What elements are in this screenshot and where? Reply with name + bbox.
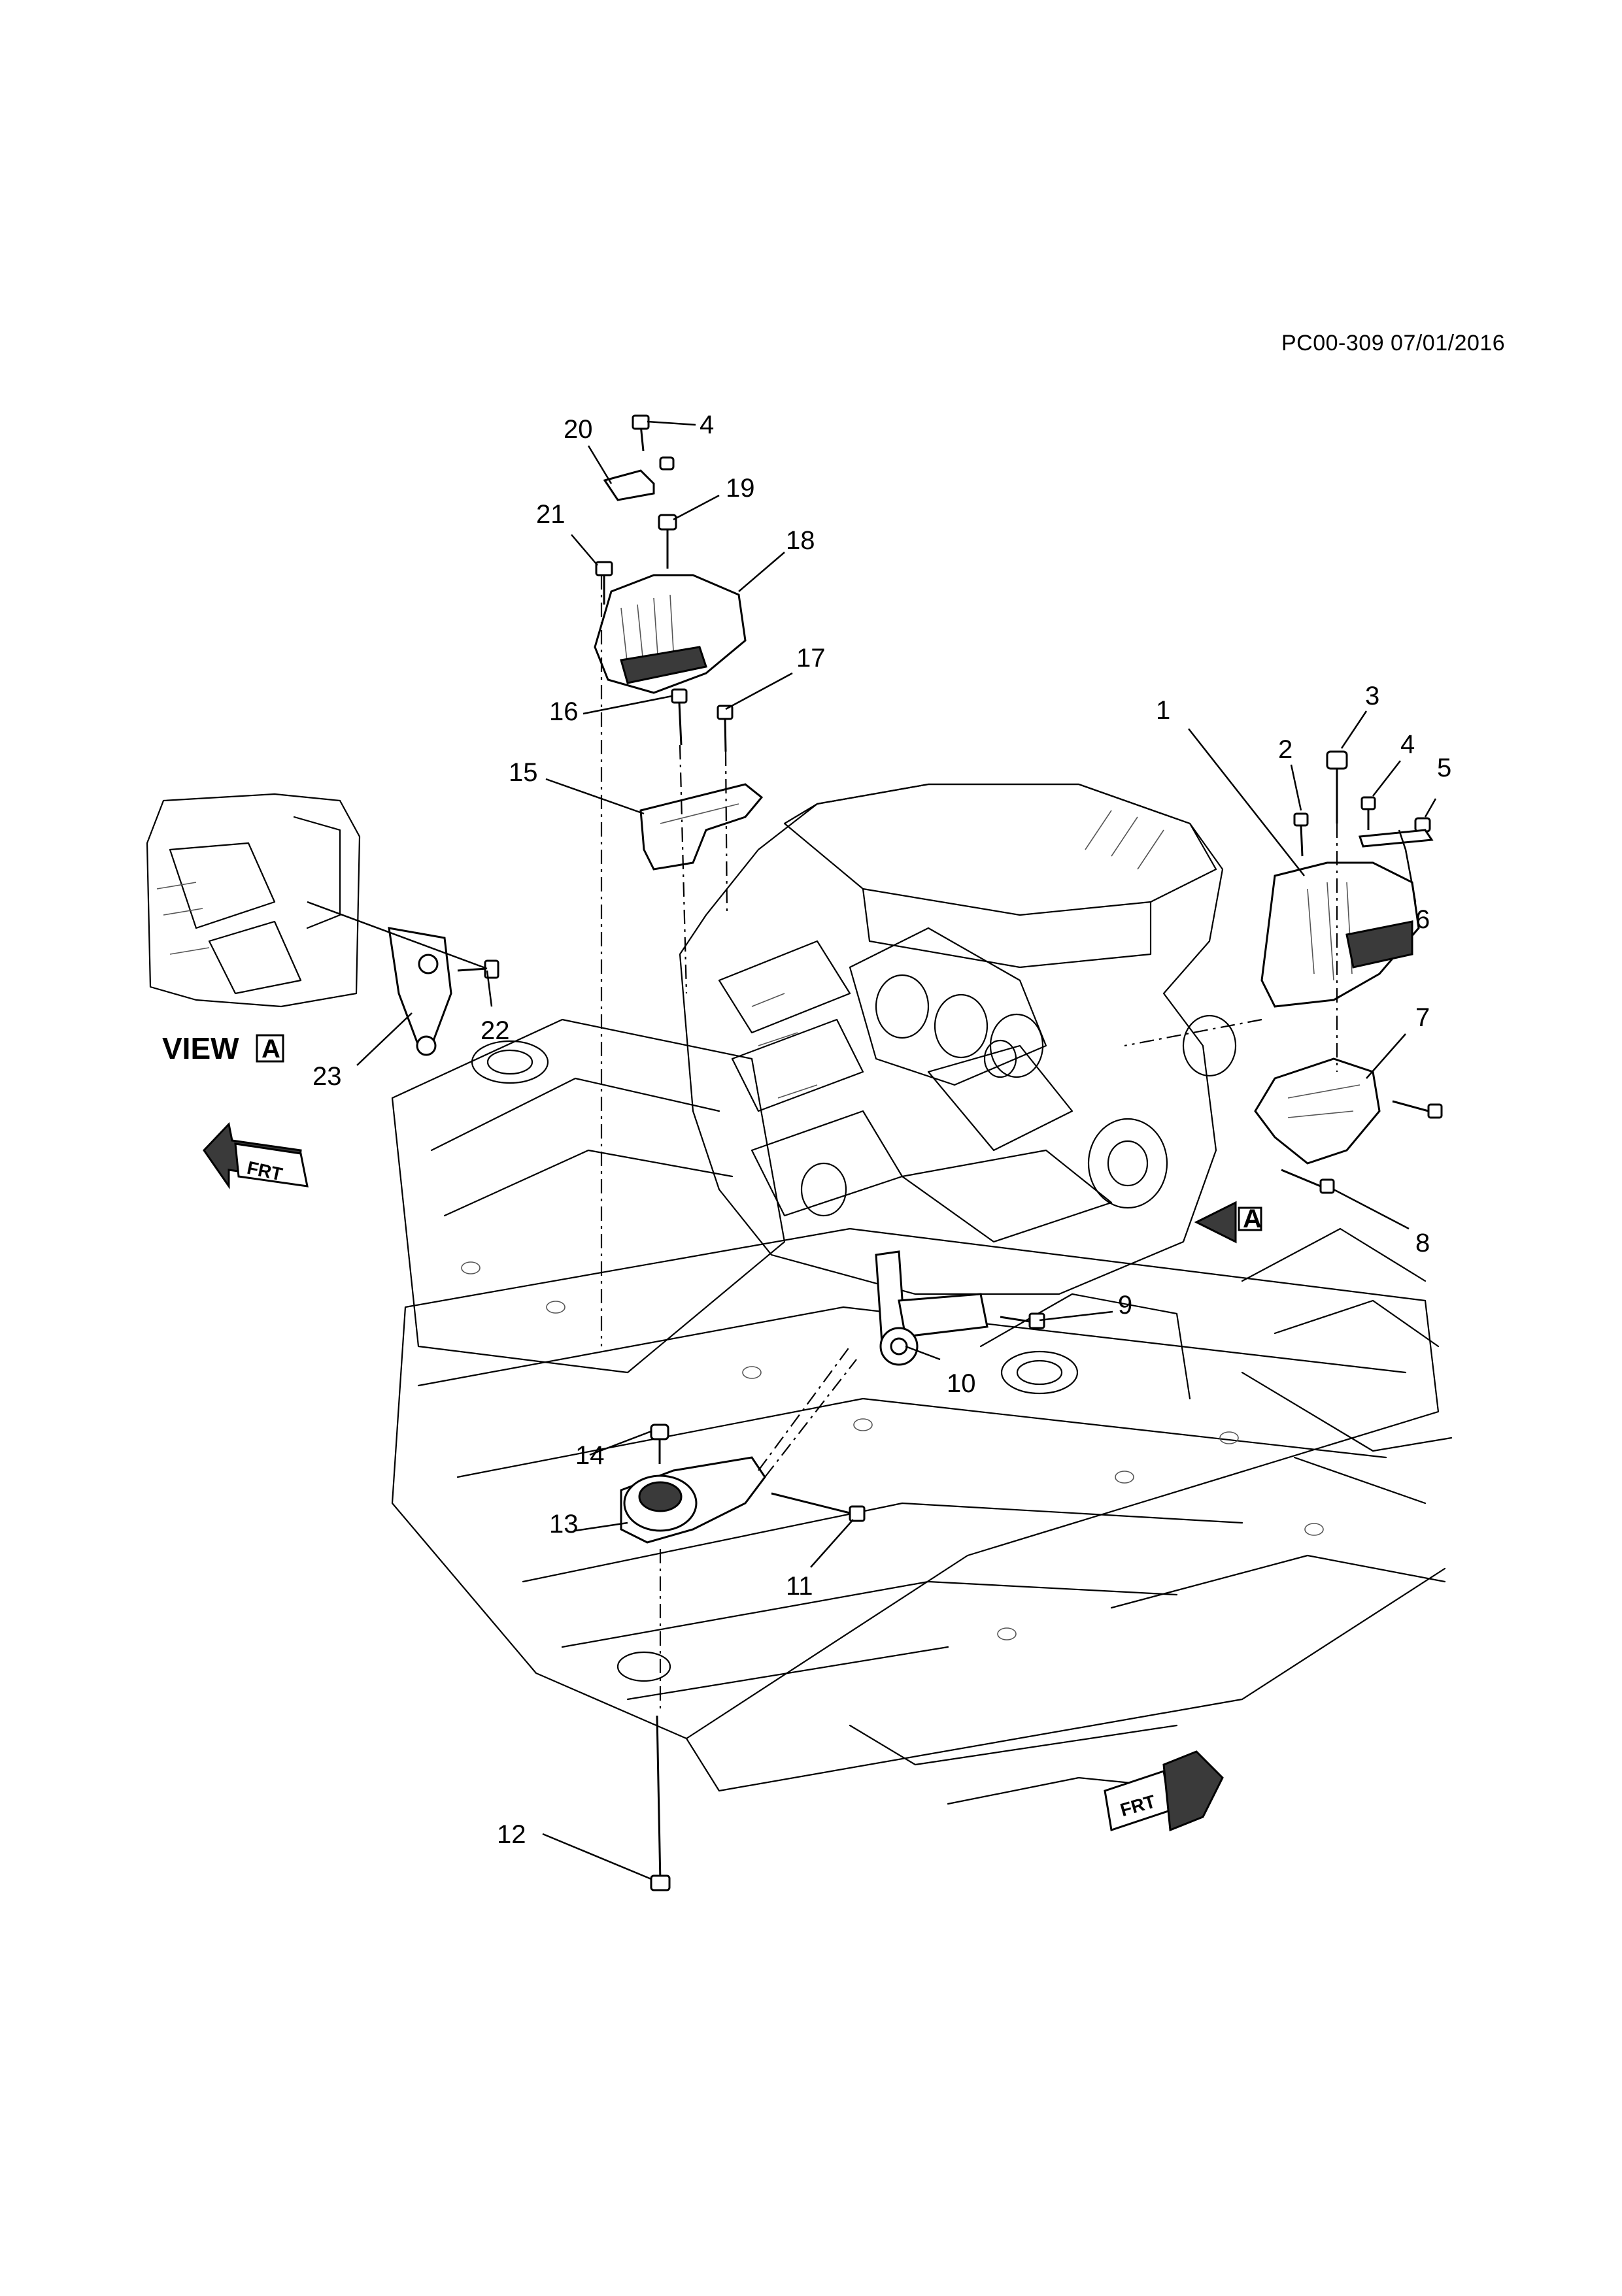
callout-number-c14: 14: [575, 1441, 605, 1470]
callout-number-c21: 21: [536, 500, 566, 529]
view-a-letter-box: [256, 1034, 284, 1063]
front-direction-marker-left: FRT: [203, 1122, 309, 1190]
callout-number-c10: 10: [947, 1369, 976, 1398]
callout-number-c20: 20: [564, 415, 593, 444]
callout-number-c18: 18: [786, 526, 815, 555]
transmission-mount-assembly: [594, 414, 764, 1346]
callout-number-c12: 12: [497, 1820, 526, 1849]
callout-number-c2: 2: [1278, 735, 1293, 764]
callout-number-c1: 1: [1156, 696, 1170, 725]
callout-number-c17: 17: [796, 644, 826, 673]
document-reference: PC00-309 07/01/2016: [1281, 331, 1506, 356]
view-a-label: VIEW: [162, 1031, 239, 1065]
callout-number-c4b: 4: [700, 410, 714, 439]
callout-number-c11: 11: [786, 1572, 813, 1601]
engine-assembly: [679, 783, 1237, 1295]
view-a-letter: A: [262, 1035, 280, 1063]
callout-number-c9: 9: [1118, 1291, 1132, 1320]
callout-number-c7: 7: [1415, 1003, 1430, 1032]
view-a-marker-box: [1238, 1206, 1262, 1231]
torque-strut-assembly: [620, 1250, 1045, 1891]
callout-number-c13: 13: [549, 1510, 579, 1539]
callout-leaders: [356, 420, 1437, 1880]
callout-number-c15: 15: [509, 758, 538, 787]
callout-number-c8: 8: [1415, 1229, 1430, 1257]
front-direction-marker-right: FRT: [1104, 1750, 1224, 1832]
view-a-marker-letter: A: [1243, 1205, 1262, 1233]
callout-number-c3: 3: [1365, 682, 1379, 710]
callout-number-c16: 16: [549, 697, 579, 726]
callout-number-c22: 22: [481, 1016, 510, 1045]
callout-number-c4a: 4: [1400, 730, 1415, 759]
view-a-inset: VIEW A: [146, 793, 499, 1065]
callout-number-c6: 6: [1415, 905, 1430, 934]
callout-number-c5: 5: [1437, 754, 1451, 782]
callout-number-c23: 23: [313, 1062, 342, 1091]
callout-number-c19: 19: [726, 474, 755, 503]
engine-mount-assembly-right: A: [1124, 750, 1443, 1244]
